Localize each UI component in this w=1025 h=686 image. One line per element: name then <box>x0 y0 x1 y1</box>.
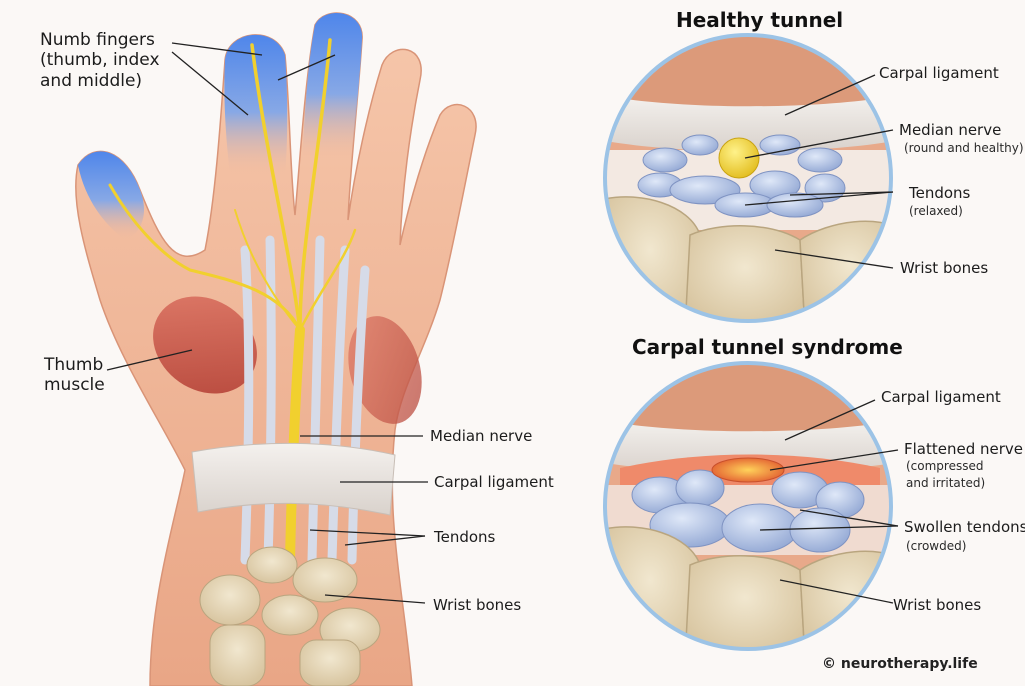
flattened-nerve-shape <box>711 457 785 483</box>
healthy-nerve-shape <box>718 137 760 179</box>
median-nerve-branches <box>108 38 357 565</box>
numb-fingers-label: Numb fingers (thumb, index and middle) <box>40 30 160 91</box>
hand-tendons-label: Tendons <box>434 528 496 546</box>
healthy-leader-lines <box>744 74 894 269</box>
healthy-tunnel-title: Healthy tunnel <box>676 8 844 32</box>
syndrome-leader-lines <box>759 399 899 604</box>
healthy-tendons-label: Tendons <box>909 184 971 202</box>
numb-fingers-line-3: and middle) <box>40 70 143 91</box>
swollen-tendons-note: (crowded) <box>906 539 967 553</box>
hand-wrist-bones-label: Wrist bones <box>433 596 522 614</box>
credit-watermark: © neurotherapy.life <box>822 656 978 672</box>
thumb-muscle-label: Thumb muscle <box>44 355 105 396</box>
syndrome-tunnel-circle <box>603 361 893 651</box>
flattened-nerve-note-2: and irritated) <box>906 476 986 490</box>
healthy-carpal-ligament-label: Carpal ligament <box>879 64 999 82</box>
hand-illustration <box>75 12 477 686</box>
numb-fingers-line-2: (thumb, index <box>40 50 160 71</box>
flattened-nerve-note-1: (compressed <box>906 459 984 473</box>
hand-median-nerve-label: Median nerve <box>430 427 533 445</box>
hand-tendons <box>240 235 370 565</box>
healthy-median-nerve-label: Median nerve <box>899 121 1002 139</box>
syndrome-title: Carpal tunnel syndrome <box>632 335 903 359</box>
thumb-muscle-shape <box>153 296 257 394</box>
healthy-median-nerve-note: (round and healthy) <box>904 141 1024 155</box>
numb-middle-finger <box>302 13 363 160</box>
numb-thumb <box>78 151 145 240</box>
thumb-muscle-line-1: Thumb <box>44 355 104 375</box>
swollen-tendons-label: Swollen tendons <box>904 518 1025 536</box>
swollen-tendons-group <box>631 469 865 553</box>
numb-fingers-line-1: Numb fingers <box>40 30 155 50</box>
carpal-ligament-band <box>191 442 396 516</box>
thumb-muscle-line-2: muscle <box>44 375 105 396</box>
hypothenar-muscle-shape <box>348 316 422 424</box>
hand-wrist-bones <box>199 546 381 686</box>
hand-carpal-ligament-label: Carpal ligament <box>434 473 554 491</box>
healthy-wrist-bones-label: Wrist bones <box>900 259 989 277</box>
syndrome-wrist-bones-label: Wrist bones <box>893 596 982 614</box>
healthy-tunnel-circle <box>603 33 893 323</box>
flattened-nerve-label: Flattened nerve <box>904 440 1024 458</box>
syndrome-carpal-ligament-label: Carpal ligament <box>881 388 1001 406</box>
numb-index-finger <box>224 34 288 175</box>
hand-leader-lines <box>106 42 428 604</box>
healthy-tendons-note: (relaxed) <box>909 204 963 218</box>
